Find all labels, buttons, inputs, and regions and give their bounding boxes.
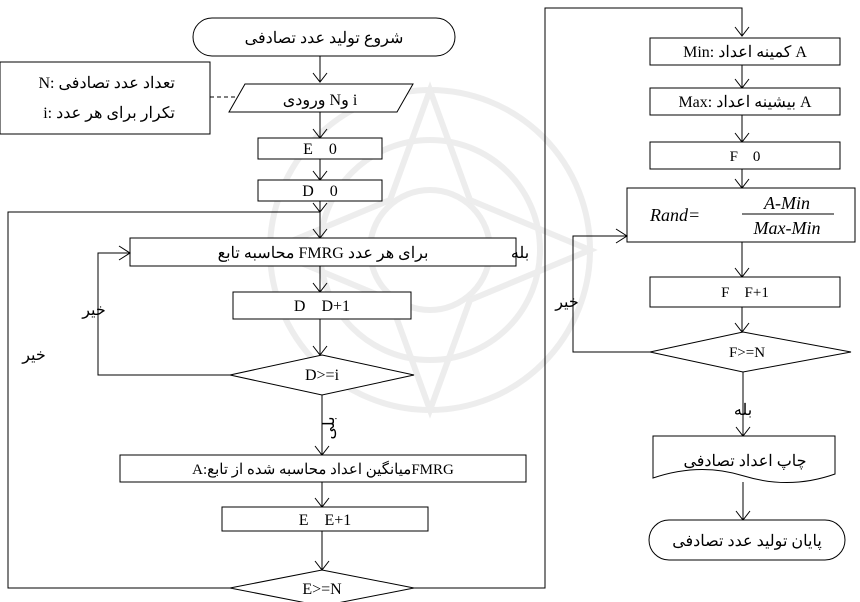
start-terminal-label: شروع تولید عدد تصادفی [245, 30, 404, 47]
fmrg-calc-label: محاسبه تابع FMRG برای هر عدد [218, 245, 429, 262]
annotation-line-i: i: تکرار برای هر عدد [43, 105, 175, 122]
rand-numerator: A-Min [763, 193, 810, 213]
d-increment-box [232, 291, 412, 320]
d-increment-label: D D+1 [294, 298, 350, 315]
rand-formula-box [626, 187, 856, 243]
f-increment-label: F F+1 [721, 285, 769, 301]
outer-loop-line [7, 211, 320, 589]
end-label: پایان تولید عدد تصادفی [672, 533, 822, 550]
input-parallelogram [228, 83, 414, 113]
right-yes-label: بله [734, 402, 752, 419]
f-init-label: F 0 [730, 149, 761, 165]
f-increment-box [649, 276, 841, 308]
annotation-box [0, 61, 211, 135]
rand-label: Rand= [649, 205, 700, 225]
e-check-label: E>=N [302, 581, 342, 598]
e-check-diamond [229, 569, 415, 602]
outer-yes-label: بله [511, 245, 529, 262]
right-no-label: خیر [554, 294, 579, 311]
fmrg-calc-box [129, 237, 517, 267]
print-document-shape [652, 435, 836, 483]
right-loop-line [572, 235, 650, 353]
print-label: چاپ اعداد تصادفی [683, 453, 806, 470]
rand-denominator: Max-Min [753, 218, 821, 238]
min-label: Min: کمینه اعداد A [683, 44, 807, 61]
inner-yes-label: بلی [321, 416, 338, 439]
average-box [119, 454, 527, 483]
f-init-box [649, 141, 841, 170]
max-label: Max: بیشینه اعداد A [678, 94, 812, 111]
outer-no-label: خیر [21, 347, 46, 364]
start-terminal [192, 17, 456, 57]
min-box [649, 37, 841, 66]
d-init-label: D 0 [302, 183, 338, 200]
f-check-label: F>=N [729, 345, 765, 361]
watermark-ornament [262, 81, 598, 419]
inner-loop-line [97, 252, 230, 376]
e-increment-label: E E+1 [299, 512, 352, 529]
end-terminal [648, 519, 846, 561]
average-label: A:میانگین اعداد محاسبه شده از تابعFMRG [192, 460, 454, 478]
d-check-label: D>=i [305, 367, 340, 384]
connector-to-right [414, 7, 743, 589]
inner-no-label: خیر [81, 302, 106, 319]
input-label: ورودی Nو i [283, 92, 358, 109]
max-box [649, 87, 841, 116]
e-increment-box [221, 506, 429, 532]
annotation-line-n: N: تعداد عدد تصادفی [38, 75, 175, 92]
e-init-label: E 0 [303, 141, 337, 158]
